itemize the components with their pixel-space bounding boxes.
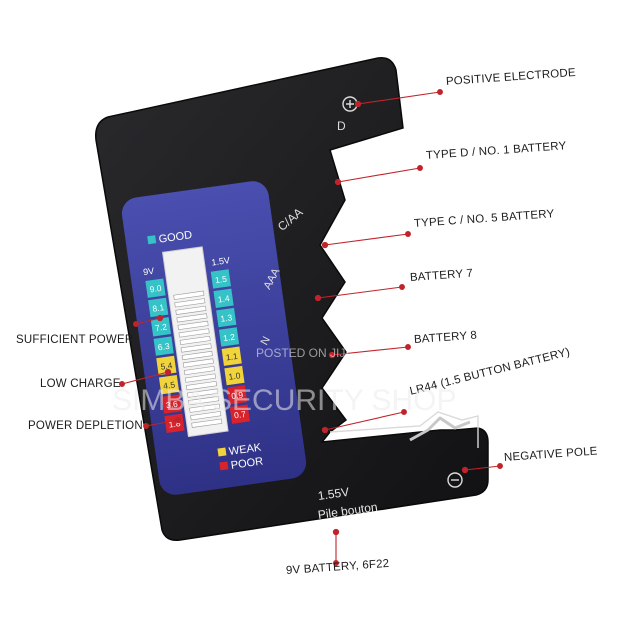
good-label: GOOD (158, 229, 193, 246)
indicator-segment (191, 418, 223, 428)
right-scale-value: 0.7 (233, 409, 246, 421)
indicator-segment (178, 328, 210, 338)
indicator-segment (173, 290, 205, 300)
indicator-segment (182, 358, 214, 368)
indicator-segment (188, 396, 220, 406)
left-scale-box (156, 355, 177, 376)
right-scale-value: 1.0 (228, 370, 241, 382)
left-scale-value: 8.1 (152, 302, 165, 314)
indicator-segment (184, 373, 216, 383)
right-scale-box (213, 288, 234, 308)
right-scale-value: 1.1 (225, 351, 238, 363)
indicator-segment (180, 343, 212, 353)
weak-swatch (217, 447, 227, 457)
weak-label: WEAK (228, 441, 262, 457)
left-scale-box (145, 278, 166, 298)
indicator-segments (173, 290, 223, 428)
indicator-segment (186, 380, 218, 391)
right-scale-box (218, 327, 240, 347)
callout-low-charge: LOW CHARGE (40, 378, 121, 390)
indicator-segment (190, 411, 222, 421)
right-scale-box (216, 307, 237, 328)
indicator-segment (187, 388, 219, 398)
left-scale-value: 5.4 (160, 360, 173, 372)
left-scale-value: 6.3 (157, 341, 170, 353)
left-scale-box (153, 336, 174, 356)
left-header: 9V (142, 266, 154, 277)
callout-power-depletion: POWER DEPLETION (28, 420, 143, 432)
left-scale-value: 1.8 (168, 418, 181, 430)
indicator-segment (189, 403, 221, 413)
good-swatch (147, 235, 157, 245)
indicator-segment (175, 305, 207, 315)
left-scale-value: 9.0 (149, 283, 162, 295)
left-scale-box (161, 394, 182, 414)
indicator-segment (179, 335, 211, 346)
left-scale-box (148, 297, 169, 318)
left-scale-value: 3.6 (165, 399, 178, 411)
indicator-segment (183, 365, 215, 376)
negative-icon (447, 472, 463, 488)
callout-lines (119, 89, 503, 566)
indicator-segment (177, 320, 209, 330)
right-scale-value: 1.4 (217, 293, 230, 305)
poor-label: POOR (230, 455, 264, 471)
callout-sufficient-power: SUFFICIENT POWER (16, 334, 134, 346)
left-scale-value: 4.5 (163, 379, 176, 391)
body-voltage: 1.55V (317, 485, 350, 503)
lr44-slot-outline (329, 411, 479, 448)
right-scale-value: 1.3 (220, 312, 233, 324)
slot-label-d: D (337, 119, 346, 133)
negative-contact-spring (409, 416, 471, 442)
right-scale-value: 1.2 (223, 332, 236, 344)
indicator-column: 9.0 8.1 7.2 6.3 5.4 4.5 3.6 1.8 1.5 1.4 1.3 1.2 1.1… (145, 246, 250, 438)
indicator-segment (174, 298, 206, 308)
poor-swatch (219, 461, 229, 471)
right-scale-box (227, 385, 248, 405)
right-scale-box (221, 346, 242, 366)
left-scale-value: 7.2 (154, 321, 167, 333)
right-scale-box (210, 269, 231, 289)
left-scale-box (158, 375, 180, 395)
right-scale-value: 1.5 (214, 274, 227, 286)
indicator-segment (176, 313, 208, 323)
right-scale: 1.5 1.4 1.3 1.2 1.1 1.0 0.9 0.7 (210, 269, 250, 424)
right-scale-value: 0.9 (231, 390, 244, 402)
positive-icon-plus (346, 100, 354, 108)
indicator-segment (181, 350, 213, 361)
right-scale-box (229, 404, 250, 424)
left-scale-box (150, 317, 172, 337)
right-scale-box (224, 365, 245, 386)
right-header: 1.5V (211, 255, 231, 267)
